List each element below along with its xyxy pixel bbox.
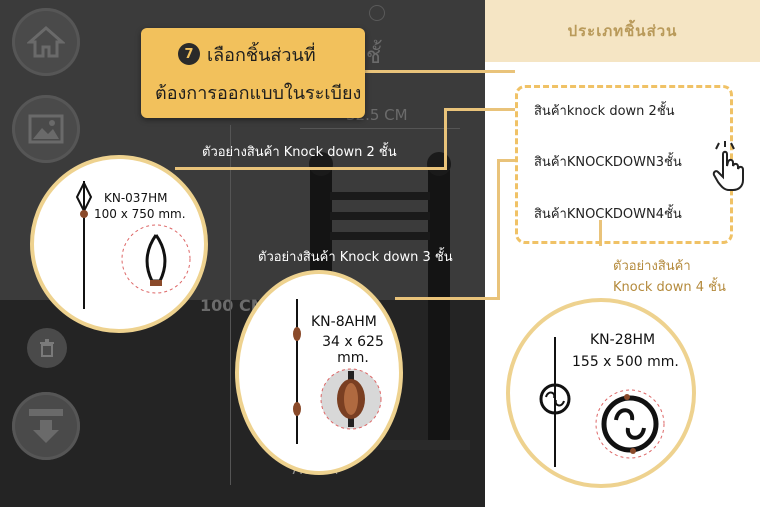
parts-panel-header: ประเภทชิ้นส่วน (485, 0, 760, 62)
post-cap (309, 152, 333, 176)
example-knockdown-4: KN-28HM 155 x 500 mm. (506, 298, 696, 488)
caption-knockdown-3: ตัวอย่างสินค้า Knock down 3 ชั้น (258, 250, 453, 265)
product-size: 100 x 750 mm. (94, 207, 186, 221)
panel-title: ประเภทชิ้นส่วน (567, 22, 678, 40)
railing-base (300, 440, 470, 450)
option-list: สินค้าknock down 2ชั้น สินค้าKNOCKDOWN3ช… (515, 85, 733, 244)
baluster-drawing (75, 180, 191, 309)
connector-line (497, 159, 515, 162)
product-size: 155 x 500 mm. (572, 354, 679, 370)
connector-line (444, 108, 447, 170)
trash-icon (40, 339, 54, 357)
connector-line (497, 159, 500, 299)
product-code: KN-28HM (590, 332, 656, 348)
example-knockdown-2: KN-037HM 100 x 750 mm. (30, 155, 208, 333)
image-button[interactable] (12, 95, 80, 163)
connector-line (599, 220, 602, 246)
callout-line2: ต้องการออกแบบในระเบียง (155, 83, 362, 104)
image-icon (28, 114, 64, 144)
connector-line (365, 70, 515, 73)
connector-line (444, 108, 515, 111)
product-code: KN-8AHM (311, 314, 377, 330)
example-knockdown-3: KN-8AHM 34 x 625 mm. (235, 270, 403, 475)
step-number: 7 (178, 43, 200, 65)
caption-knockdown-2: ตัวอย่างสินค้า Knock down 2 ชั้น (202, 145, 397, 160)
hand-pointer-icon (712, 141, 744, 191)
dimension-line (300, 128, 460, 129)
home-icon (27, 26, 65, 58)
option-knockdown-4[interactable]: สินค้าKNOCKDOWN4ชั้น (534, 207, 682, 222)
post-cap (427, 152, 451, 176)
settings-icon (369, 5, 385, 21)
home-button[interactable] (12, 8, 80, 76)
railing-post (428, 170, 450, 450)
dimension-side: 100 CM (200, 296, 267, 315)
product-size: 34 x 625 mm. (322, 334, 384, 366)
baluster-drawing (539, 337, 665, 467)
step-callout: 7 เลือกชิ้นส่วนที่ ต้องการออกแบบในระเบีย… (141, 28, 365, 118)
callout-line1: เลือกชิ้นส่วนที่ (207, 45, 316, 66)
railing-bar (330, 232, 430, 240)
option-knockdown-3[interactable]: สินค้าKNOCKDOWN3ชั้น (534, 155, 682, 170)
option-knockdown-2[interactable]: สินค้าknock down 2ชั้น (534, 104, 675, 119)
connector-line (395, 297, 500, 300)
railing-bar (330, 212, 430, 220)
caption-knockdown-4: ตัวอย่างสินค้า Knock down 4 ชั้น (613, 256, 726, 298)
download-button[interactable] (12, 392, 80, 460)
railing-bar (330, 192, 430, 200)
product-code: KN-037HM (104, 191, 168, 205)
caption-line: ตัวอย่างสินค้า (613, 259, 691, 274)
caption-line: Knock down 4 ชั้น (613, 280, 726, 295)
delete-button[interactable] (27, 328, 67, 368)
dimension-line (230, 125, 231, 485)
download-icon (29, 409, 63, 443)
connector-line (175, 167, 447, 170)
baluster-drawing (293, 299, 382, 444)
